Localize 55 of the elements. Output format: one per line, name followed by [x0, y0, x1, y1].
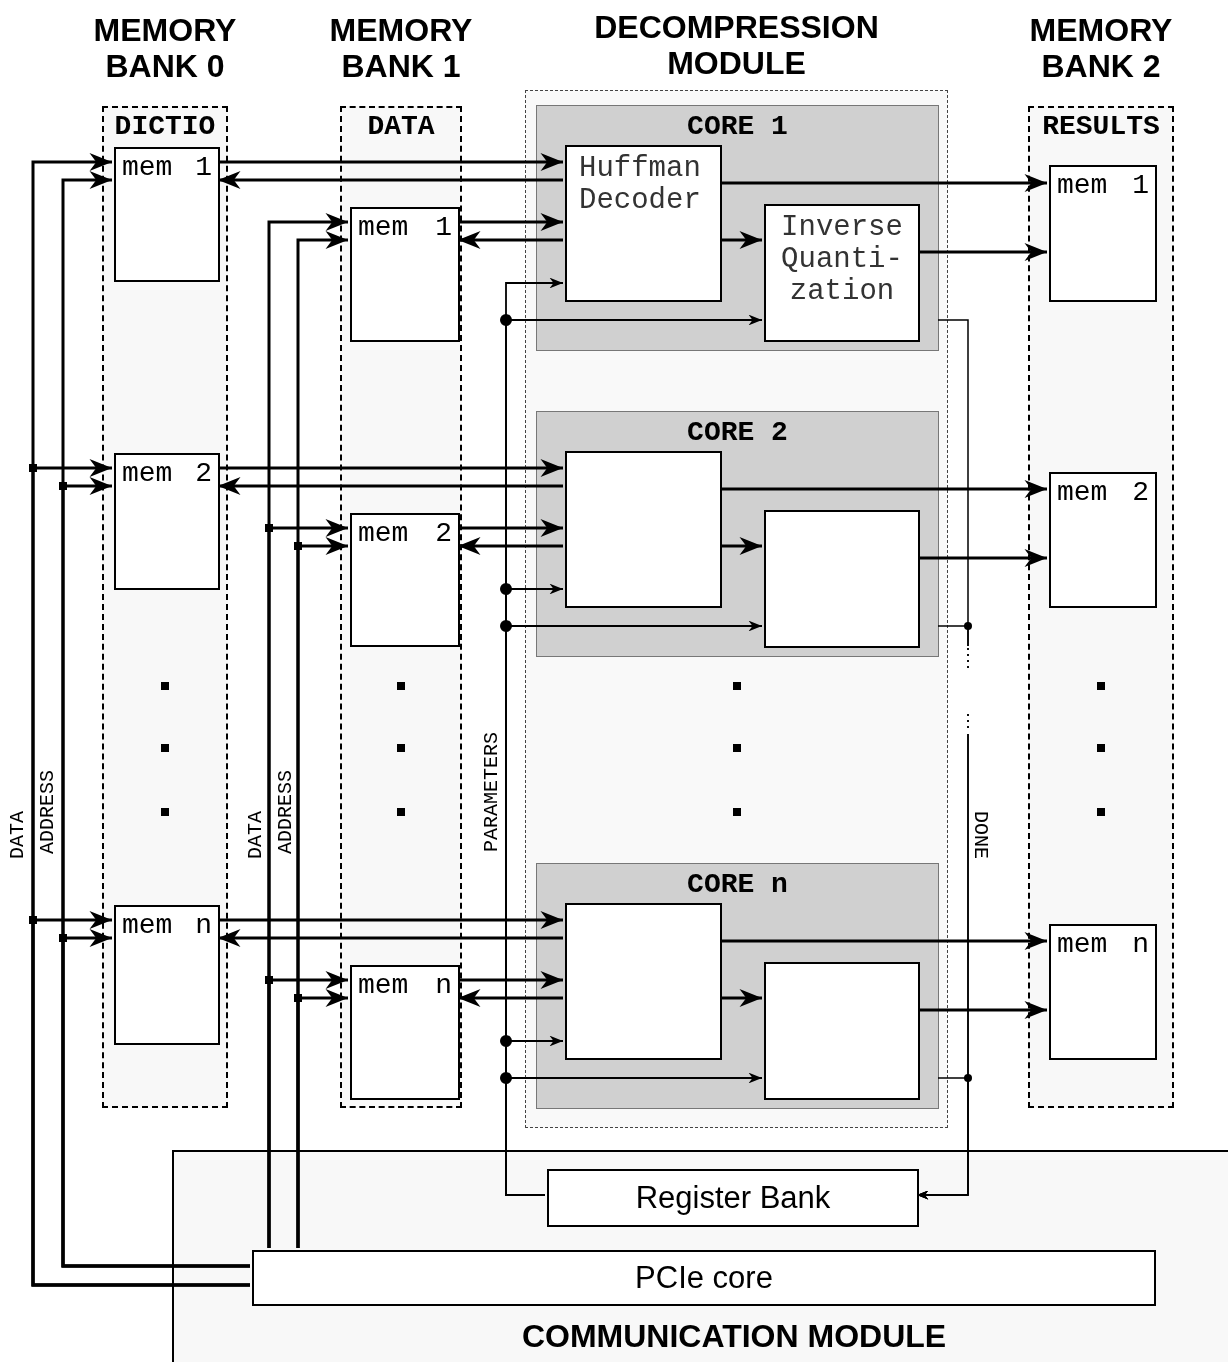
- block-label: Register Bank: [635, 1180, 831, 1216]
- core-panel: [536, 105, 939, 351]
- module-heading: COMMUNICATION MODULE: [520, 1318, 948, 1354]
- bank-label: DATA: [366, 112, 436, 142]
- processing-block: [764, 204, 920, 342]
- bank-label: RESULTS: [1041, 112, 1161, 142]
- memory-label: mem 1: [358, 213, 452, 243]
- register-block: [252, 1250, 1156, 1306]
- processing-block: [764, 510, 920, 648]
- signal-label: ADDRESS: [37, 770, 59, 854]
- memory-block: [350, 513, 460, 647]
- memory-block: [114, 453, 220, 590]
- core-label: CORE n: [686, 870, 789, 900]
- memory-label: mem 1: [1057, 171, 1149, 201]
- processing-block: [565, 903, 722, 1060]
- processing-block: [565, 451, 722, 608]
- memory-block: [1049, 924, 1157, 1060]
- arrow: [267, 971, 348, 1248]
- signal-label: DATA: [7, 811, 29, 859]
- section-heading: MEMORY BANK 0: [92, 12, 238, 84]
- arrow: [296, 989, 348, 1248]
- section-heading: MEMORY BANK 2: [1028, 12, 1174, 84]
- signal-label: DATA: [245, 811, 267, 859]
- bank-label: DICTIO: [113, 112, 217, 142]
- arrow: [61, 929, 250, 1268]
- core-label: CORE 1: [686, 112, 789, 142]
- processing-block: [764, 962, 920, 1100]
- memory-block: [350, 965, 460, 1100]
- memory-label: mem n: [122, 911, 212, 941]
- signal-label: DONE: [969, 811, 991, 859]
- section-heading: DECOMPRESSION MODULE: [593, 9, 880, 81]
- core-panel: [536, 411, 939, 657]
- signal-label: ADDRESS: [275, 770, 297, 854]
- core-label: CORE 2: [686, 418, 789, 448]
- section-heading: MEMORY BANK 1: [328, 12, 474, 84]
- memory-block: [1049, 165, 1157, 302]
- memory-label: mem 2: [1057, 478, 1149, 508]
- block-label: PCIe core: [635, 1260, 773, 1296]
- signal-label: PARAMETERS: [481, 732, 503, 852]
- arrow: [31, 911, 250, 1287]
- memory-label: mem n: [1057, 930, 1149, 960]
- memory-block: [350, 207, 460, 342]
- processing-block: [565, 145, 722, 302]
- memory-block: [114, 905, 220, 1045]
- memory-label: mem n: [358, 971, 452, 1001]
- core-panel: [536, 863, 939, 1109]
- memory-block: [114, 147, 220, 282]
- memory-label: mem 2: [122, 459, 212, 489]
- block-label: Huffman Decoder: [579, 153, 702, 217]
- module-panel: [172, 1150, 1228, 1362]
- block-label: Inverse Quanti- zation: [780, 212, 904, 308]
- register-block: [547, 1169, 919, 1227]
- memory-block: [1049, 472, 1157, 608]
- memory-label: mem 2: [358, 519, 452, 549]
- memory-label: mem 1: [122, 153, 212, 183]
